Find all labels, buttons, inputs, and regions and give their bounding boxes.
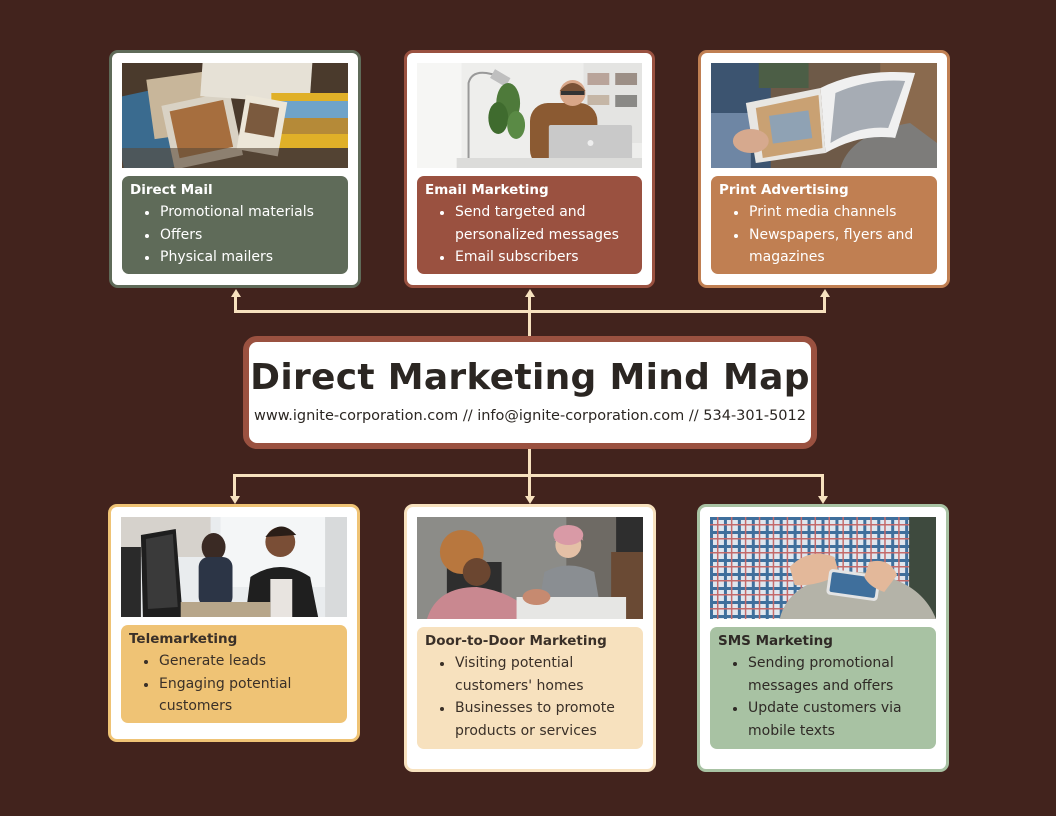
list-item: Promotional materials <box>130 201 340 224</box>
magazine-reading-photo <box>711 63 937 168</box>
node-email-marketing: Email Marketing Send targeted and person… <box>404 50 655 288</box>
node-info: SMS Marketing Sending promotional messag… <box>710 627 936 749</box>
node-title: SMS Marketing <box>718 633 833 649</box>
list-item: Visiting potential customers' homes <box>425 652 635 697</box>
node-info: Door-to-Door Marketing Visiting potentia… <box>417 627 643 749</box>
node-item-list: Visiting potential customers' homes Busi… <box>425 652 635 742</box>
list-item: Engaging potential customers <box>129 673 339 718</box>
call-center-photo <box>121 517 347 617</box>
arrow-down-icon <box>229 496 240 504</box>
node-info: Direct Mail Promotional materials Offers… <box>122 176 348 274</box>
list-item: Update customers via mobile texts <box>718 697 928 742</box>
node-title: Door-to-Door Marketing <box>425 633 607 649</box>
contact-info: www.ignite-corporation.com // info@ignit… <box>254 408 806 424</box>
list-item: Send targeted and personalized messages <box>425 201 634 246</box>
connector-top-horizontal <box>234 310 826 313</box>
connector-to-direct-mail <box>234 296 237 312</box>
list-item: Physical mailers <box>130 246 340 269</box>
list-item: Newspapers, flyers and magazines <box>719 224 929 269</box>
arrow-down-icon <box>817 496 828 504</box>
central-topic: Direct Marketing Mind Map www.ignite-cor… <box>243 336 817 449</box>
connector-center-up <box>528 296 531 336</box>
list-item: Offers <box>130 224 340 247</box>
node-info: Telemarketing Generate leads Engaging po… <box>121 625 347 723</box>
list-item: Print media channels <box>719 201 929 224</box>
node-title: Telemarketing <box>129 631 238 647</box>
arrow-up-icon <box>819 289 830 297</box>
node-title: Direct Mail <box>130 182 213 198</box>
node-title: Print Advertising <box>719 182 849 198</box>
node-sms-marketing: SMS Marketing Sending promotional messag… <box>697 504 949 772</box>
connector-to-sms-marketing <box>821 474 824 497</box>
arrow-down-icon <box>524 496 535 504</box>
connector-bottom-horizontal <box>233 474 824 477</box>
arrow-up-icon <box>524 289 535 297</box>
node-print-advertising: Print Advertising Print media channels N… <box>698 50 950 288</box>
node-door-to-door: Door-to-Door Marketing Visiting potentia… <box>404 504 656 772</box>
node-item-list: Print media channels Newspapers, flyers … <box>719 201 929 269</box>
connector-center-down <box>528 449 531 497</box>
postcards-photo <box>122 63 348 168</box>
list-item: Generate leads <box>129 650 339 673</box>
page-title: Direct Marketing Mind Map <box>250 357 810 398</box>
node-item-list: Sending promotional messages and offers … <box>718 652 928 742</box>
man-with-laptop-photo <box>417 63 642 168</box>
arrow-up-icon <box>230 289 241 297</box>
list-item: Email subscribers <box>425 246 634 269</box>
list-item: Businesses to promote products or servic… <box>425 697 635 742</box>
node-item-list: Generate leads Engaging potential custom… <box>129 650 339 718</box>
node-item-list: Promotional materials Offers Physical ma… <box>130 201 340 269</box>
node-telemarketing: Telemarketing Generate leads Engaging po… <box>108 504 360 742</box>
node-info: Print Advertising Print media channels N… <box>711 176 937 274</box>
connector-to-print-advertising <box>823 296 826 312</box>
node-title: Email Marketing <box>425 182 549 198</box>
node-item-list: Send targeted and personalized messages … <box>425 201 634 269</box>
list-item: Sending promotional messages and offers <box>718 652 928 697</box>
phone-texting-photo <box>710 517 936 619</box>
connector-to-telemarketing <box>233 474 236 497</box>
node-direct-mail: Direct Mail Promotional materials Offers… <box>109 50 361 288</box>
two-women-meeting-photo <box>417 517 643 619</box>
node-info: Email Marketing Send targeted and person… <box>417 176 642 274</box>
